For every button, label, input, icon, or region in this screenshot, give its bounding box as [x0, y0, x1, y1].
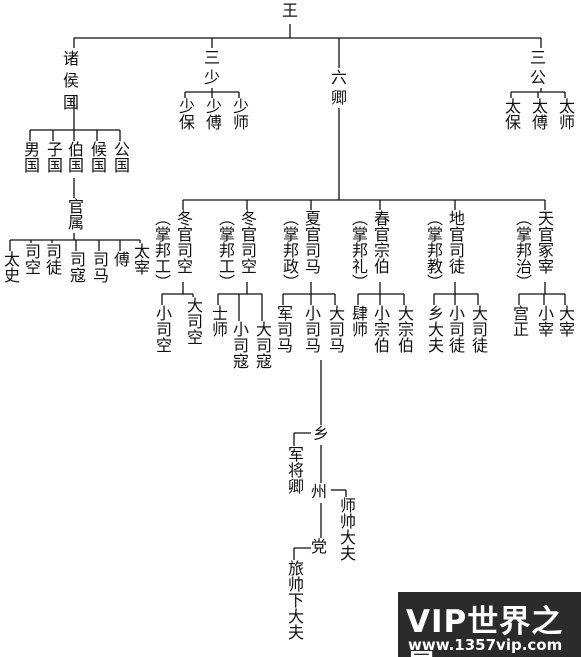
node-xiaguan-role: （掌邦政） [280, 210, 299, 290]
node-shaobao: 少保 [176, 98, 195, 130]
node-da-sikou: 大司寇 [253, 321, 272, 369]
node-san-shao: 三少 [204, 48, 221, 87]
node-diguan-title: 地官司徒 [446, 210, 465, 274]
node-nan-guo: 男国 [21, 141, 40, 173]
node-san-gong: 三公 [530, 48, 547, 87]
node-dazai: 大宰 [556, 305, 575, 337]
node-xiaozai: 小宰 [535, 305, 554, 337]
node-chunguan-role: （掌邦礼） [349, 210, 368, 290]
node-dang: 党 [311, 537, 328, 556]
node-xiang: 乡 [313, 424, 330, 443]
node-jun-jiang-qing: 军将卿 [285, 446, 304, 494]
node-gongzheng: 宫正 [510, 305, 529, 337]
node-xiao-sikou: 小司寇 [230, 321, 249, 369]
node-diguan-role: （掌邦教） [424, 210, 443, 290]
node-bo-guo: 伯国 [65, 141, 84, 173]
node-situ: 司徒 [43, 243, 62, 275]
node-xiao-zongbo: 小宗伯 [371, 305, 390, 353]
node-taizai: 太宰 [131, 243, 150, 275]
node-sima: 司马 [90, 251, 109, 283]
node-sikong: 司空 [22, 243, 41, 275]
node-taishi-gong: 太师 [556, 98, 575, 130]
node-da-sikong: 大司空 [184, 297, 203, 345]
node-hou-guo: 候国 [88, 141, 107, 173]
watermark-url: www.1357vip.com [408, 636, 563, 654]
node-shaofu: 少傅 [203, 98, 222, 130]
node-zhou: 州 [311, 482, 328, 501]
node-jun-sima: 军司马 [274, 305, 293, 353]
node-xiao-situ: 小司徒 [446, 305, 465, 353]
node-king: 王 [282, 1, 299, 20]
node-taibao: 太保 [502, 98, 521, 130]
node-xiao-sikong: 小司空 [153, 305, 172, 353]
node-shaoshi: 少师 [230, 98, 249, 130]
node-shishi: 士师 [209, 305, 228, 337]
node-da-sima: 大司马 [326, 305, 345, 353]
node-sikou: 司寇 [67, 251, 86, 283]
node-sishi: 肆师 [349, 305, 368, 337]
node-lv-shuai-xiadafu: 旅帅下大夫 [285, 560, 304, 640]
watermark-brand: VIP世界之最 [406, 604, 564, 657]
node-da-situ: 大司徒 [469, 305, 488, 353]
node-dongguan-1-title: 冬官司空 [174, 210, 193, 274]
node-guanshu: 官属 [65, 198, 84, 230]
node-tianguan-role: （掌邦治） [513, 210, 532, 290]
node-xiao-sima: 小司马 [302, 305, 321, 353]
node-tianguan-title: 天官冢宰 [535, 210, 554, 274]
node-dongguan-1-role: （掌邦工） [152, 210, 171, 290]
node-zhuhou: 诸侯国 [63, 49, 80, 112]
node-chunguan-title: 春官宗伯 [371, 210, 390, 274]
node-gong-guo: 公国 [111, 141, 130, 173]
node-dongguan-2-title: 冬官司空 [238, 210, 257, 274]
node-da-zongbo: 大宗伯 [395, 305, 414, 353]
node-xiang-dafu: 乡大夫 [425, 305, 444, 353]
node-shi-shuai-dafu: 师帅大夫 [337, 497, 356, 561]
node-liu-qing: 六卿 [331, 68, 348, 107]
node-taifu: 太傅 [529, 98, 548, 130]
node-taishi: 太史 [1, 251, 20, 283]
node-xiaguan-title: 夏官司马 [302, 210, 321, 274]
node-zi-guo: 子国 [44, 141, 63, 173]
node-fu: 傅 [111, 251, 130, 267]
node-dongguan-2-role: （掌邦工） [216, 210, 235, 290]
watermark-logo: VIP世界之最 www.1357vip.com [398, 592, 581, 657]
